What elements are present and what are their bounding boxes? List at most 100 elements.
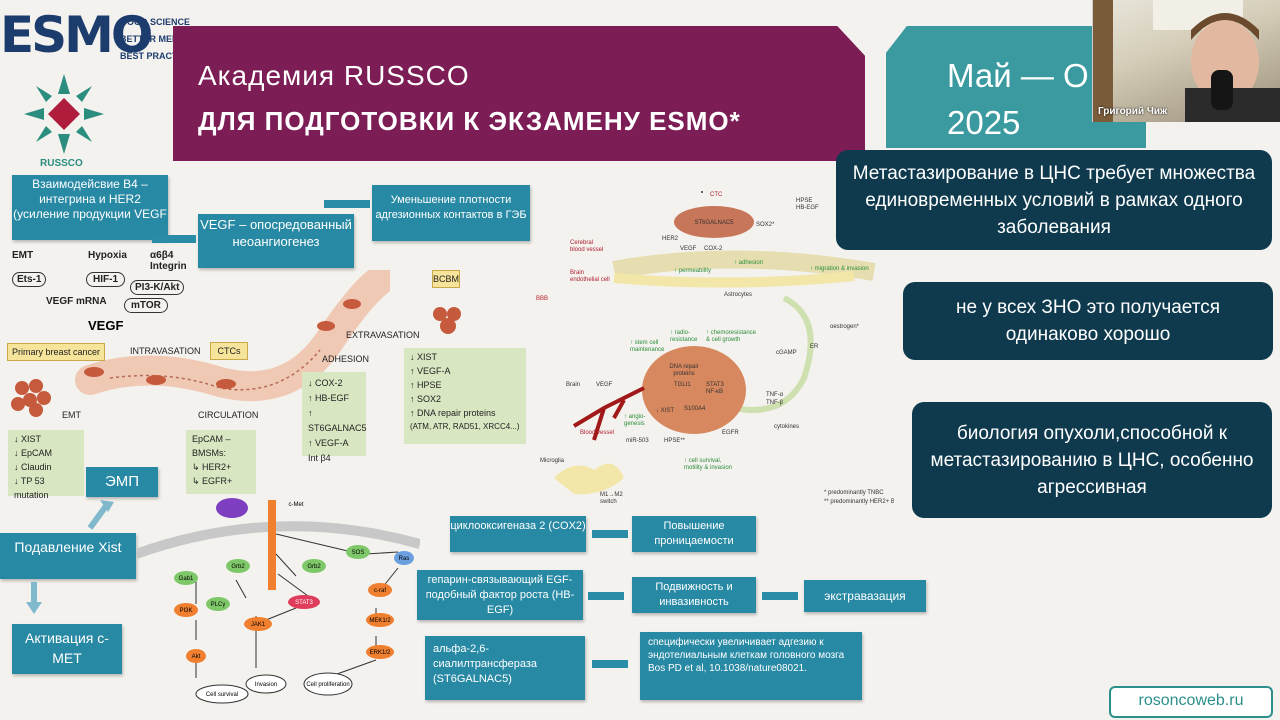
blood-vessel-icon <box>75 270 390 402</box>
svg-text:oestrogen*: oestrogen* <box>830 324 860 330</box>
svg-text:SOX2*: SOX2* <box>756 222 775 228</box>
svg-text:↑ cell survival,: ↑ cell survival, <box>684 458 722 464</box>
callout-cns: Метастазирование в ЦНС требует множества… <box>836 150 1272 250</box>
arrows-left <box>26 500 114 614</box>
russco-emblem-icon: RUSSCO <box>24 74 104 169</box>
esmo-logo: ESMO <box>0 6 153 64</box>
ets1-node: Ets-1 <box>12 272 47 287</box>
title-line-2: ДЛЯ ПОДГОТОВКИ К ЭКЗАМЕНУ ESMO* <box>198 106 741 136</box>
svg-text:Astrocytes: Astrocytes <box>724 292 752 298</box>
svg-text:VEGF: VEGF <box>680 246 697 252</box>
svg-text:& cell growth: & cell growth <box>706 337 740 343</box>
svg-text:NF-κB: NF-κB <box>706 389 723 395</box>
svg-text:HPSE**: HPSE** <box>664 438 686 444</box>
svg-text:cGAMP: cGAMP <box>776 350 797 356</box>
svg-text:↑ migration & invasion: ↑ migration & invasion <box>810 266 869 272</box>
box-permeability: Повышение проницаемости <box>632 516 756 552</box>
svg-text:proteins: proteins <box>673 371 694 377</box>
cmet-pathway-diagram: Gab1 Grb2 Grb2 SOS Ras PI3K PLCγ STAT3 J… <box>136 498 420 704</box>
svg-text:Microglia: Microglia <box>540 458 565 464</box>
svg-text:TNF-β: TNF-β <box>766 400 784 406</box>
svg-text:maintenance: maintenance <box>630 347 665 353</box>
pi3k-node: PI3-K/Akt <box>130 280 185 295</box>
svg-text:↑ stem cell: ↑ stem cell <box>630 340 658 346</box>
svg-text:Cerebral: Cerebral <box>570 240 593 246</box>
svg-text:BBB: BBB <box>536 296 548 302</box>
svg-text:COX-2: COX-2 <box>704 246 723 252</box>
box-cmet: Активация с-МЕТ <box>12 624 122 674</box>
svg-text:endothelial cell: endothelial cell <box>570 277 610 283</box>
svg-text:* predominantly TNBC: * predominantly TNBC <box>824 490 884 496</box>
svg-text:VEGF: VEGF <box>596 382 613 388</box>
bcbm-tumor-icon <box>433 307 461 334</box>
hypoxia-label: Hypoxia <box>88 250 127 261</box>
box-b4-integrin: Взаимодейсвие B4 – интегрина и HER2 (уси… <box>12 175 168 240</box>
arrow-right <box>592 660 628 668</box>
intravasation-label: INTRAVASATION <box>130 346 201 356</box>
presenter-image <box>1093 0 1280 122</box>
svg-text:DNA repair: DNA repair <box>669 364 698 370</box>
svg-text:↑ permeability: ↑ permeability <box>674 268 711 274</box>
svg-text:↑ chemoresistance: ↑ chemoresistance <box>706 330 757 336</box>
tumor-icon <box>11 379 51 417</box>
svg-text:genesis: genesis <box>624 421 645 427</box>
svg-text:Invasion: Invasion <box>255 682 277 688</box>
extravasation-label: EXTRAVASATION <box>346 330 420 340</box>
svg-text:resistance: resistance <box>670 337 698 343</box>
svg-text:HPSE: HPSE <box>796 198 812 204</box>
box-emp: ЭМП <box>86 467 158 497</box>
box-hbegf: гепарин-связывающий EGF-подобный фактор … <box>417 570 583 620</box>
svg-text:ERK1/2: ERK1/2 <box>370 650 391 656</box>
emt-list: ↓ XIST↓ EpCAM↓ Claudin↓ TP 53 mutation <box>8 430 84 500</box>
svg-text:PI3K: PI3K <box>179 608 192 614</box>
svg-text:Gab1: Gab1 <box>179 576 194 582</box>
reference: Bos PD et al, 10.1038/nature08021. <box>648 663 808 674</box>
svg-text:motility & invasion: motility & invasion <box>684 465 732 471</box>
emt-label: EMT <box>12 250 34 261</box>
svg-text:SOS: SOS <box>352 550 365 556</box>
box-motility: Подвижность и инвазивность <box>632 577 756 613</box>
svg-text:miR-503: miR-503 <box>626 438 649 444</box>
svg-text:STAT3: STAT3 <box>295 600 313 606</box>
arrow-right <box>592 530 628 538</box>
bcbm-list: ↓ XIST↑ VEGF-A↑ HPSE↑ SOX2↑ DNA repair p… <box>404 348 526 444</box>
svg-text:JAK1: JAK1 <box>251 622 266 628</box>
box-vegf: VEGF – опосредованный неоангиогенез <box>198 214 354 268</box>
mtor-node: mTOR <box>124 298 168 313</box>
svg-text:TGLI1: TGLI1 <box>674 382 691 388</box>
svg-text:HB-EGF: HB-EGF <box>796 205 819 211</box>
vegf-label: VEGF <box>88 318 124 333</box>
webcam-name: Григорий Чиж <box>1098 106 1168 117</box>
arrow-right <box>588 592 624 600</box>
box-density: Уменьшение плотности адгезионных контакт… <box>372 185 530 241</box>
bcbm-tag: BCBM <box>432 270 460 288</box>
box-st6galnac5: альфа-2,6-сиалилтрансфераза (ST6GALNAC5) <box>425 636 585 700</box>
title-line-1: Академия RUSSCO <box>198 60 470 91</box>
adhesion-label: ADHESION <box>322 354 370 364</box>
svg-text:Brain: Brain <box>566 382 580 388</box>
svg-text:Cell survival: Cell survival <box>206 692 238 698</box>
box-xist: Подавление Xist <box>0 533 136 579</box>
svg-text:↑ radio-: ↑ radio- <box>670 330 690 336</box>
svg-text:↓ XIST: ↓ XIST <box>656 408 674 414</box>
title-banner <box>173 26 865 161</box>
svg-text:MEK1/2: MEK1/2 <box>369 618 391 624</box>
emt-label-2: EMT <box>62 410 81 420</box>
arrow-right <box>152 235 196 243</box>
site-link[interactable]: rosoncoweb.ru <box>1109 686 1273 718</box>
svg-text:STAT3: STAT3 <box>706 382 724 388</box>
vegf-mrna-label: VEGF mRNA <box>46 296 107 307</box>
svg-text:Blood vessel: Blood vessel <box>580 430 614 436</box>
box-cox2: циклооксигеназа 2 (COX2) <box>450 516 586 552</box>
svg-text:blood vessel: blood vessel <box>570 247 603 253</box>
box-st6-effect: специфически увеличивает адгезию к эндот… <box>640 632 862 700</box>
box-extravasation: экстравазация <box>804 580 926 612</box>
circulation-label: CIRCULATION <box>198 410 259 420</box>
callout-zno: не у всех ЗНО это получается одинаково х… <box>903 282 1273 360</box>
svg-text:HER2: HER2 <box>662 236 679 242</box>
ctcs-tag: CTCs <box>210 342 248 360</box>
